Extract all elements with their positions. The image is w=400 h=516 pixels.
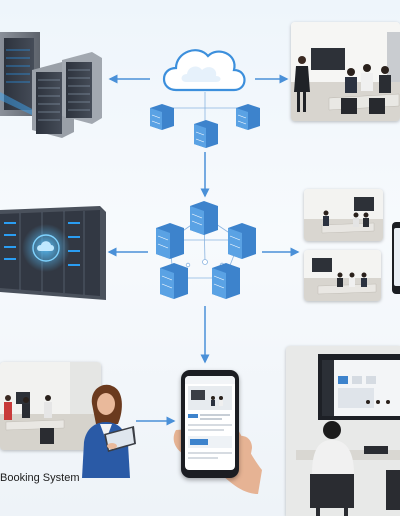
app-ui <box>185 376 235 459</box>
room-scene <box>304 189 383 241</box>
smartphone-icon <box>392 222 400 294</box>
meeting-room-photo <box>291 22 400 121</box>
booking-app-screen <box>185 376 235 470</box>
room-scene <box>304 250 381 301</box>
book-button <box>190 439 208 445</box>
server-icon <box>150 104 174 130</box>
server-icon <box>194 120 218 148</box>
smartphone-icon <box>181 370 239 478</box>
boardroom-photo <box>286 346 400 516</box>
booking-system-label: Booking System <box>0 472 80 484</box>
office-scene <box>0 362 101 450</box>
server-icon <box>236 104 260 130</box>
boardroom-scene <box>286 346 400 516</box>
conference-room-photo-1 <box>304 189 383 241</box>
cloud-icon <box>162 49 246 92</box>
office-photo <box>0 362 101 450</box>
server-icon <box>62 52 102 124</box>
server-icon <box>190 201 218 235</box>
server-icon <box>228 223 256 259</box>
display-screen <box>311 48 345 70</box>
conference-room-photo-2 <box>304 250 381 301</box>
server-icon <box>156 223 184 259</box>
server-icon <box>160 263 188 299</box>
server-icon <box>212 263 240 299</box>
meeting-scene <box>291 22 400 121</box>
